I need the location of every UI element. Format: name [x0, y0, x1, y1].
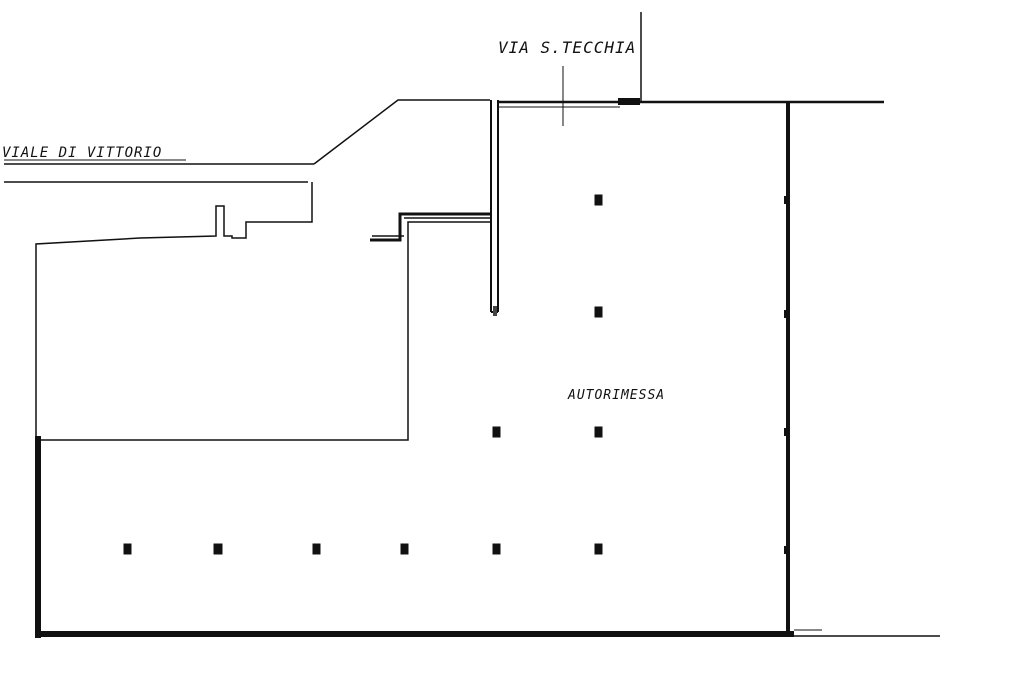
room-label-autorimessa: AUTORIMESSA — [568, 388, 666, 403]
left-block-outline — [35, 182, 490, 441]
pillar — [213, 543, 223, 555]
wall-ticks — [784, 196, 788, 554]
pillar — [492, 543, 501, 555]
pillar — [123, 543, 132, 555]
pillars — [123, 194, 603, 555]
step-detail — [370, 212, 490, 242]
pillar — [312, 543, 321, 555]
boundary-diagonal — [313, 99, 490, 165]
pillar — [594, 194, 603, 206]
pillar — [594, 306, 603, 318]
pillar — [492, 426, 501, 438]
street-line-viale — [4, 163, 314, 183]
street-label-viale: VIALE DI VITTORIO — [2, 145, 163, 161]
top-edge-line — [498, 98, 884, 108]
pillar — [400, 543, 409, 555]
pillar — [594, 426, 603, 438]
street-line-via-tecchia — [562, 12, 642, 126]
pillar — [594, 543, 603, 555]
inner-wall-vertical — [490, 100, 499, 316]
street-label-via-tecchia: VIA S.TECCHIA — [498, 38, 637, 57]
